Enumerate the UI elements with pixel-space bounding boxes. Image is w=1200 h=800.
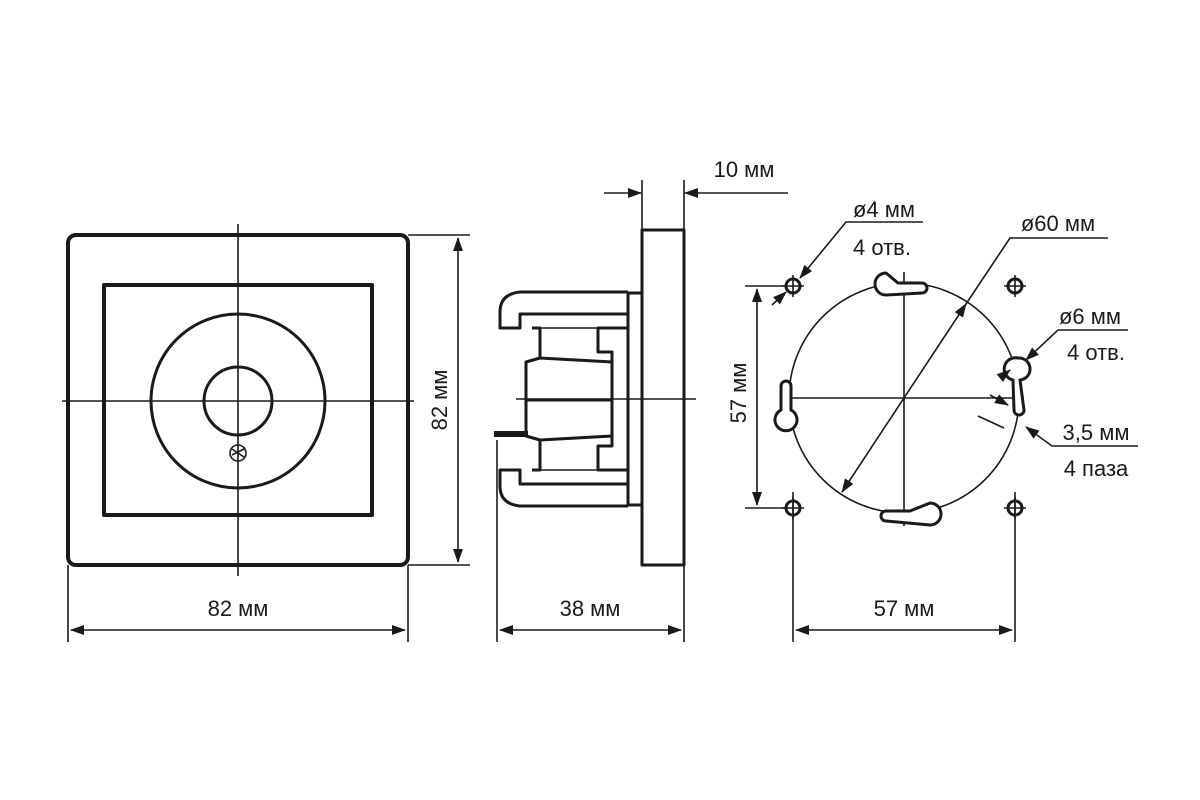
hole-top-right bbox=[1004, 275, 1026, 297]
hole4-dia-label: ø4 мм bbox=[853, 197, 915, 222]
back-spacing-v-label: 57 мм bbox=[726, 363, 751, 424]
side-shaft bbox=[494, 431, 528, 437]
hole6-count-label: 4 отв. bbox=[1067, 340, 1125, 365]
side-front-plate bbox=[640, 228, 686, 567]
front-height-label: 82 мм bbox=[427, 370, 452, 431]
side-view: 38 мм 10 мм bbox=[494, 157, 788, 642]
front-width-label: 82 мм bbox=[208, 596, 269, 621]
circle-diameter-label: ø60 мм bbox=[1021, 211, 1095, 236]
slot-width-label: 3,5 мм bbox=[1063, 420, 1130, 445]
circle-diameter-dim-line bbox=[841, 303, 967, 493]
side-top-clip bbox=[498, 290, 628, 330]
slot-bottom bbox=[879, 501, 943, 527]
side-frame-label: 10 мм bbox=[714, 157, 775, 182]
back-view: ø60 мм ø4 мм 4 отв. ø6 мм 4 отв. 3,5 мм … bbox=[726, 197, 1138, 642]
slot-count-label: 4 паза bbox=[1064, 456, 1129, 481]
side-bottom-clip bbox=[498, 468, 628, 508]
back-spacing-h-label: 57 мм bbox=[874, 596, 935, 621]
front-view: 82 мм 82 мм bbox=[62, 224, 470, 642]
slot-left bbox=[773, 379, 799, 433]
side-depth-label: 38 мм bbox=[560, 596, 621, 621]
hole6-dia-label: ø6 мм bbox=[1059, 304, 1121, 329]
slot-top bbox=[873, 271, 929, 297]
slot-right bbox=[1002, 356, 1032, 417]
hole4-count-label: 4 отв. bbox=[853, 235, 911, 260]
